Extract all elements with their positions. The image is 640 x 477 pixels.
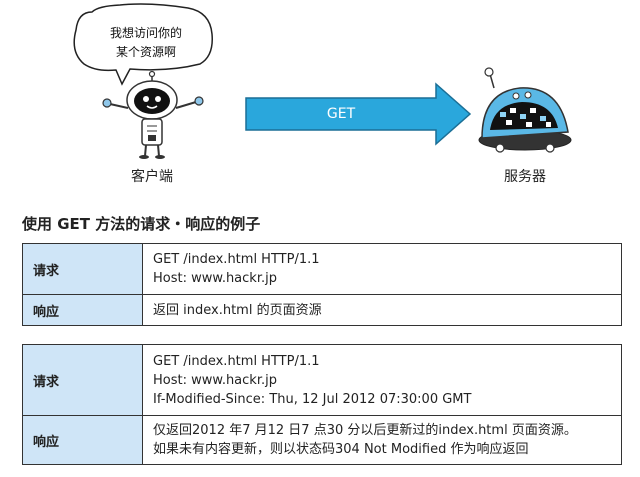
request-value: GET /index.html HTTP/1.1 Host: www.hackr… (142, 243, 622, 295)
table-row-response: 响应 仅返回2012 年7 月12 日7 点30 分以后更新过的index.ht… (22, 415, 622, 465)
bubble-line-1: 我想访问你的 (109, 26, 182, 40)
response-line: 仅返回2012 年7 月12 日7 点30 分以后更新过的index.html … (153, 423, 577, 438)
table-row-request: 请求 GET /index.html HTTP/1.1 Host: www.ha… (22, 344, 622, 416)
response-label: 响应 (22, 294, 143, 326)
request-line: GET /index.html HTTP/1.1 (153, 252, 320, 267)
server-caption: 服务器 (504, 169, 546, 185)
client-robot-icon (102, 70, 204, 159)
example-table-basic: 请求 GET /index.html HTTP/1.1 Host: www.ha… (22, 243, 622, 326)
illustration-svg (73, 3, 572, 159)
section-title: 使用 GET 方法的请求・响应的例子 (22, 215, 261, 233)
table-row-request: 请求 GET /index.html HTTP/1.1 Host: www.ha… (22, 243, 622, 295)
response-line: 如果未有内容更新，则以状态码304 Not Modified 作为响应返回 (153, 442, 529, 457)
bubble-line-2: 某个资源啊 (115, 45, 176, 59)
response-value: 仅返回2012 年7 月12 日7 点30 分以后更新过的index.html … (142, 415, 622, 465)
request-line: Host: www.hackr.jp (153, 372, 277, 388)
response-value: 返回 index.html 的页面资源 (142, 294, 622, 326)
arrow-label: GET (326, 106, 356, 122)
server-robot-icon (478, 67, 572, 153)
client-caption: 客户端 (131, 169, 173, 185)
request-line: If-Modified-Since: Thu, 12 Jul 2012 07:3… (153, 391, 472, 407)
request-line: GET /index.html HTTP/1.1 (153, 353, 320, 369)
request-label: 请求 (22, 344, 143, 416)
speech-bubble-text: 我想访问你的 某个资源啊 (96, 24, 196, 62)
request-value: GET /index.html HTTP/1.1 Host: www.hackr… (142, 344, 622, 416)
request-line: Host: www.hackr.jp (153, 271, 277, 286)
speech-bubble (73, 3, 213, 86)
response-line: 返回 index.html 的页面资源 (153, 302, 322, 318)
request-label: 请求 (22, 243, 143, 295)
get-arrow-icon (245, 82, 472, 146)
example-table-conditional: 请求 GET /index.html HTTP/1.1 Host: www.ha… (22, 344, 622, 465)
response-label: 响应 (22, 415, 143, 465)
illustration: 我想访问你的 某个资源啊 GET 客户端 服务器 (0, 0, 640, 200)
table-row-response: 响应 返回 index.html 的页面资源 (22, 294, 622, 326)
